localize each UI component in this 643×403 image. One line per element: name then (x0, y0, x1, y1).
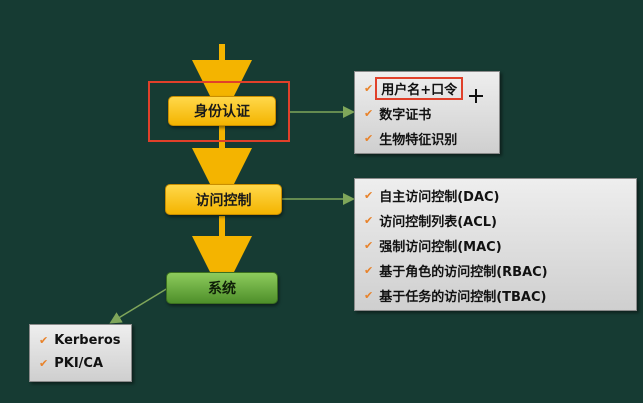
check-icon: ✔ (364, 289, 374, 302)
list-item: ✔ 用户名+口令 (364, 76, 491, 101)
list-item: ✔ 访问控制列表(ACL) (364, 208, 628, 233)
protocol-kerberos: Kerberos (54, 333, 121, 348)
list-item: ✔ 基于任务的访问控制(TBAC) (364, 283, 628, 308)
check-icon: ✔ (364, 107, 374, 120)
check-icon: ✔ (39, 334, 49, 347)
check-icon: ✔ (364, 239, 374, 252)
access-model-tbac: 基于任务的访问控制(TBAC) (379, 290, 547, 305)
list-item: ✔ 生物特征识别 (364, 126, 491, 151)
auth-node-label: 身份认证 (194, 104, 250, 120)
list-item: ✔ 基于角色的访问控制(RBAC) (364, 258, 628, 283)
access-model-dac: 自主访问控制(DAC) (379, 190, 500, 205)
check-icon: ✔ (364, 132, 374, 145)
auth-node[interactable]: 身份认证 (168, 96, 276, 126)
list-item: ✔ 数字证书 (364, 101, 491, 126)
check-icon: ✔ (39, 357, 49, 370)
list-item: ✔ Kerberos (39, 329, 123, 352)
auth-method-digital-certificate: 数字证书 (379, 108, 432, 123)
system-node[interactable]: 系统 (166, 272, 278, 304)
auth-method-biometric: 生物特征识别 (379, 133, 458, 148)
connector-system-panel (109, 287, 169, 324)
auth-methods-panel: ✔ 用户名+口令 ✔ 数字证书 ✔ 生物特征识别 (354, 71, 500, 154)
system-protocols-panel: ✔ Kerberos ✔ PKI/CA (29, 324, 132, 382)
access-model-rbac: 基于角色的访问控制(RBAC) (379, 265, 548, 280)
access-control-node[interactable]: 访问控制 (165, 184, 282, 215)
protocol-pki-ca: PKI/CA (54, 356, 104, 371)
check-icon: ✔ (364, 264, 374, 277)
list-item: ✔ 强制访问控制(MAC) (364, 233, 628, 258)
access-models-panel: ✔ 自主访问控制(DAC) ✔ 访问控制列表(ACL) ✔ 强制访问控制(MAC… (354, 178, 637, 311)
auth-highlight-box (148, 81, 290, 142)
check-icon: ✔ (364, 82, 374, 95)
crosshair-cursor-icon (469, 89, 483, 103)
list-item: ✔ PKI/CA (39, 352, 123, 375)
list-item: ✔ 自主访问控制(DAC) (364, 183, 628, 208)
check-icon: ✔ (364, 214, 374, 227)
access-model-mac: 强制访问控制(MAC) (379, 240, 502, 255)
check-icon: ✔ (364, 189, 374, 202)
access-control-node-label: 访问控制 (195, 192, 252, 209)
auth-method-username-password: 用户名+口令 (375, 77, 464, 100)
access-model-acl: 访问控制列表(ACL) (379, 215, 497, 230)
system-node-label: 系统 (208, 281, 236, 297)
